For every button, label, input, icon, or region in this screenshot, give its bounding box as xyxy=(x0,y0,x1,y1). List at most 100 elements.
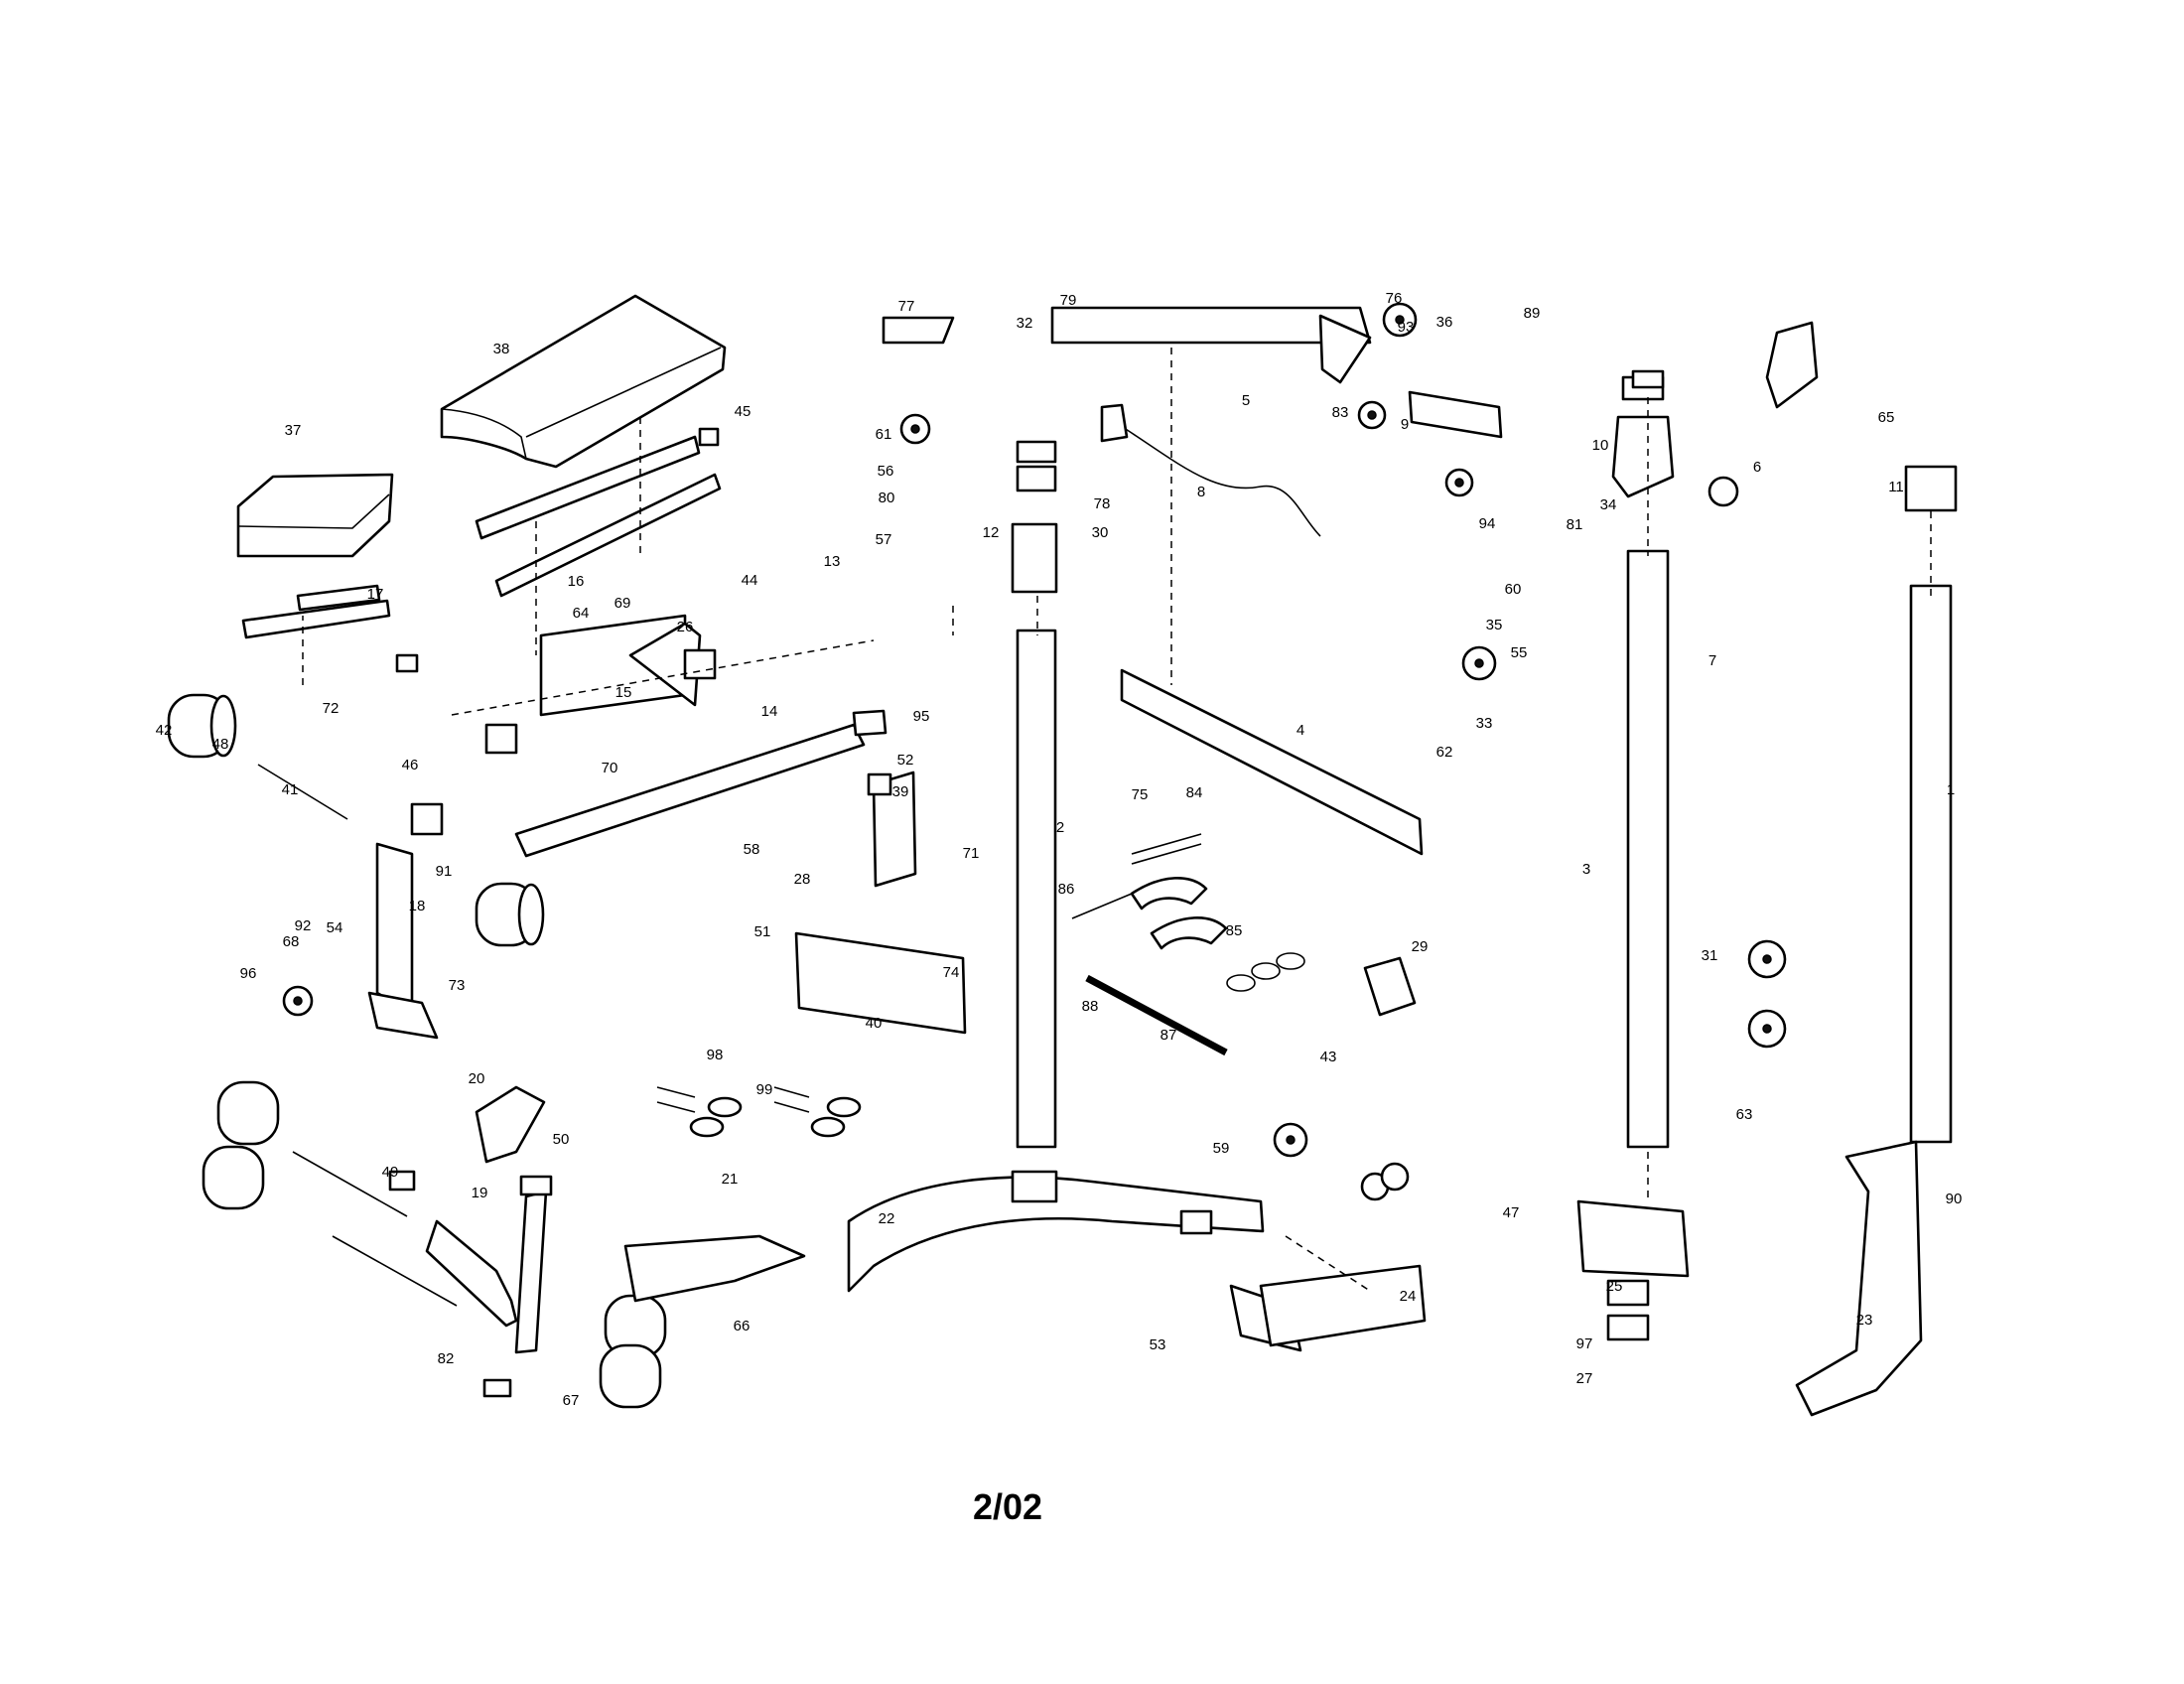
part-callout-87: 87 xyxy=(1160,1027,1177,1044)
part-callout-4: 4 xyxy=(1297,722,1304,739)
part-callout-3: 3 xyxy=(1582,861,1590,878)
part-callout-60: 60 xyxy=(1505,581,1522,598)
part-callout-67: 67 xyxy=(563,1392,580,1409)
part-callout-66: 66 xyxy=(734,1318,751,1334)
part-callout-27: 27 xyxy=(1576,1370,1593,1387)
accessories xyxy=(656,833,1417,1138)
part-callout-95: 95 xyxy=(913,708,930,725)
part-callout-49: 49 xyxy=(382,1164,399,1181)
part-callout-15: 15 xyxy=(615,684,632,701)
part-callout-65: 65 xyxy=(1878,409,1895,426)
part-callout-81: 81 xyxy=(1567,516,1583,533)
part-callout-91: 91 xyxy=(436,863,453,880)
part-callout-52: 52 xyxy=(897,752,914,769)
bench-assembly xyxy=(236,294,727,755)
part-callout-23: 23 xyxy=(1856,1312,1873,1329)
part-callout-25: 25 xyxy=(1606,1278,1623,1295)
part-callout-58: 58 xyxy=(744,841,760,858)
part-callout-13: 13 xyxy=(824,553,841,570)
part-callout-5: 5 xyxy=(1242,392,1250,409)
part-callout-1: 1 xyxy=(1947,781,1955,798)
leg-extension-frame xyxy=(367,709,967,1040)
part-callout-28: 28 xyxy=(794,871,811,888)
part-callout-43: 43 xyxy=(1320,1049,1337,1065)
part-callout-71: 71 xyxy=(963,845,980,862)
part-callout-80: 80 xyxy=(879,490,895,506)
part-callout-97: 97 xyxy=(1576,1335,1593,1352)
part-callout-99: 99 xyxy=(756,1081,773,1098)
right-uprights xyxy=(1179,321,1958,1417)
part-callout-79: 79 xyxy=(1060,292,1077,309)
part-callout-19: 19 xyxy=(472,1185,488,1201)
part-callout-84: 84 xyxy=(1186,784,1203,801)
part-callout-18: 18 xyxy=(409,898,426,914)
leg-developer-assembly xyxy=(388,1085,806,1398)
part-callout-22: 22 xyxy=(879,1210,895,1227)
alignment-lines xyxy=(302,348,1932,1292)
part-callout-73: 73 xyxy=(449,977,466,994)
part-callout-76: 76 xyxy=(1386,290,1403,307)
part-callout-88: 88 xyxy=(1082,998,1099,1015)
part-callout-82: 82 xyxy=(438,1350,455,1367)
part-callout-40: 40 xyxy=(866,1015,883,1032)
part-callout-68: 68 xyxy=(283,933,300,950)
part-callout-96: 96 xyxy=(240,965,257,982)
part-callout-70: 70 xyxy=(602,760,618,776)
part-callout-94: 94 xyxy=(1479,515,1496,532)
part-callout-33: 33 xyxy=(1476,715,1493,732)
part-callouts: 1234567891011121314151617181920212223242… xyxy=(156,290,1963,1409)
back-pad xyxy=(440,294,727,469)
part-callout-17: 17 xyxy=(367,586,384,603)
part-callout-20: 20 xyxy=(469,1070,485,1087)
part-callout-62: 62 xyxy=(1436,744,1453,761)
part-callout-6: 6 xyxy=(1753,459,1761,476)
page-number: 2/02 xyxy=(973,1486,1043,1527)
part-callout-72: 72 xyxy=(323,700,340,717)
part-callout-26: 26 xyxy=(677,619,694,635)
part-callout-63: 63 xyxy=(1736,1106,1753,1123)
part-callout-93: 93 xyxy=(1398,319,1415,336)
part-callout-31: 31 xyxy=(1702,947,1718,964)
part-callout-51: 51 xyxy=(754,923,771,940)
part-callout-46: 46 xyxy=(402,757,419,773)
part-callout-86: 86 xyxy=(1058,881,1075,898)
part-callout-34: 34 xyxy=(1600,496,1617,513)
part-callout-90: 90 xyxy=(1946,1191,1963,1207)
part-callout-41: 41 xyxy=(282,781,299,798)
seat-pad xyxy=(236,473,394,558)
part-callout-64: 64 xyxy=(573,605,590,622)
part-callout-16: 16 xyxy=(568,573,585,590)
part-callout-77: 77 xyxy=(898,298,915,315)
part-callout-39: 39 xyxy=(892,783,909,800)
part-callout-35: 35 xyxy=(1486,617,1503,633)
part-callout-85: 85 xyxy=(1226,922,1243,939)
part-callout-37: 37 xyxy=(285,422,302,439)
part-callout-14: 14 xyxy=(761,703,778,720)
part-callout-44: 44 xyxy=(742,572,758,589)
part-callout-54: 54 xyxy=(327,919,343,936)
part-callout-7: 7 xyxy=(1708,652,1716,669)
part-callout-75: 75 xyxy=(1132,786,1149,803)
part-callout-21: 21 xyxy=(722,1171,739,1188)
part-callout-8: 8 xyxy=(1197,484,1205,500)
part-callout-32: 32 xyxy=(1017,315,1033,332)
part-callout-69: 69 xyxy=(614,595,631,612)
part-callout-2: 2 xyxy=(1056,819,1064,836)
part-callout-36: 36 xyxy=(1436,314,1453,331)
part-callout-50: 50 xyxy=(553,1131,570,1148)
part-callout-29: 29 xyxy=(1412,938,1429,955)
part-callout-12: 12 xyxy=(983,524,1000,541)
part-callout-98: 98 xyxy=(707,1047,724,1063)
part-callout-30: 30 xyxy=(1092,524,1109,541)
part-callout-10: 10 xyxy=(1592,437,1609,454)
center-tower xyxy=(847,306,1424,1293)
part-callout-11: 11 xyxy=(1888,479,1904,495)
part-callout-83: 83 xyxy=(1332,404,1349,421)
part-callout-53: 53 xyxy=(1150,1336,1166,1353)
foam-rollers xyxy=(167,693,667,1409)
part-callout-57: 57 xyxy=(876,531,892,548)
part-callout-89: 89 xyxy=(1524,305,1541,322)
part-callout-61: 61 xyxy=(876,426,892,443)
part-callout-74: 74 xyxy=(943,964,960,981)
